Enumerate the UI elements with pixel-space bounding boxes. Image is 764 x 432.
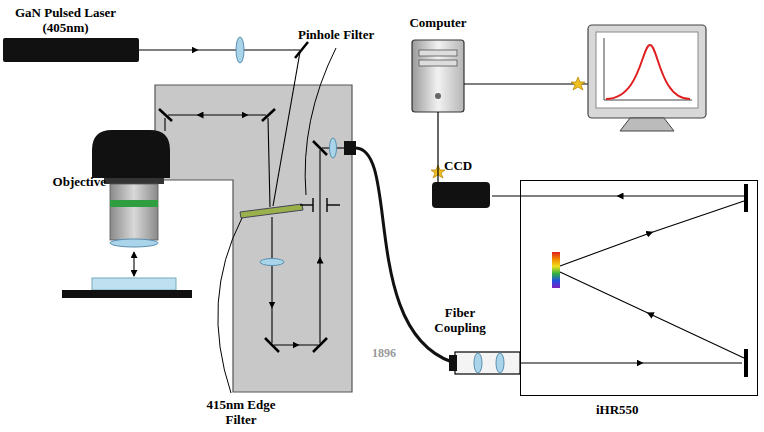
fiber-coupler bbox=[455, 352, 520, 374]
leader-line bbox=[305, 48, 336, 195]
mirror bbox=[159, 42, 327, 352]
node-label: Computer bbox=[409, 15, 466, 30]
monitor bbox=[606, 45, 690, 99]
node-label: CCD bbox=[444, 158, 472, 173]
monitor bbox=[464, 25, 706, 131]
objective-lens bbox=[104, 178, 164, 184]
laser-beam bbox=[133, 252, 134, 276]
lens bbox=[330, 138, 337, 158]
lens bbox=[236, 37, 244, 63]
objective-lens bbox=[92, 130, 170, 178]
spectrometer-optics bbox=[744, 349, 748, 377]
part-label: Pinhole Filter bbox=[298, 27, 374, 42]
sample-stage bbox=[62, 278, 192, 298]
fiber-coupler bbox=[449, 352, 520, 374]
laser-beam bbox=[168, 114, 222, 115]
laser-beam bbox=[271, 217, 272, 258]
spectrometer-optics bbox=[744, 184, 748, 212]
mirror bbox=[313, 338, 327, 352]
spectrometer-optics bbox=[560, 272, 744, 358]
leader-line bbox=[218, 218, 242, 393]
fiber-coupler bbox=[474, 353, 482, 373]
computer-tower bbox=[435, 93, 441, 99]
mirror bbox=[313, 141, 327, 155]
objective-lens bbox=[110, 239, 158, 247]
pinhole bbox=[312, 198, 313, 212]
spectrometer-optics bbox=[520, 362, 742, 363]
computer-tower bbox=[412, 40, 464, 112]
node-label: iHR550 bbox=[596, 402, 639, 417]
sample-stage bbox=[92, 278, 176, 290]
lens bbox=[260, 259, 284, 266]
laser-box: GaN Pulsed Laser (405nm) bbox=[3, 38, 139, 62]
pinhole bbox=[327, 204, 340, 205]
node-label: GaN Pulsed Laser (405nm) bbox=[3, 5, 128, 35]
spectrometer-optics bbox=[552, 252, 560, 288]
mirror bbox=[159, 109, 172, 121]
objective-lens bbox=[110, 200, 158, 207]
fiber-connector bbox=[344, 141, 356, 155]
laser-beam bbox=[268, 118, 270, 207]
monitor bbox=[588, 25, 706, 118]
monitor bbox=[620, 118, 674, 131]
computer-tower bbox=[419, 50, 457, 56]
ccd-box: CCD bbox=[432, 182, 490, 208]
fiber-coupler bbox=[496, 353, 504, 373]
spectrometer-optics bbox=[492, 184, 748, 377]
fiber-connector bbox=[344, 141, 356, 155]
sample-stage bbox=[62, 290, 192, 298]
spectrometer-optics bbox=[560, 201, 744, 266]
laser-beam bbox=[222, 114, 266, 115]
lens bbox=[236, 37, 337, 266]
part-label: 415nm Edge Filter bbox=[205, 397, 277, 427]
mirror bbox=[265, 338, 279, 352]
edge-filter bbox=[240, 204, 303, 218]
leader-line bbox=[218, 48, 336, 393]
mirror bbox=[295, 42, 308, 58]
laser-beam bbox=[319, 150, 320, 343]
computer-box: Computer bbox=[412, 40, 464, 112]
laser-beam bbox=[273, 52, 300, 206]
monitor bbox=[596, 32, 698, 108]
fiber-coupler bbox=[449, 355, 457, 371]
pinhole bbox=[300, 204, 313, 205]
part-label: Fiber Coupling bbox=[420, 305, 500, 335]
computer-tower bbox=[419, 60, 457, 66]
computer-tower bbox=[412, 40, 464, 112]
microscope-housing bbox=[155, 85, 352, 392]
laser-beam bbox=[274, 344, 318, 345]
pinhole bbox=[326, 198, 327, 212]
objective-lens bbox=[110, 184, 158, 240]
spectrometer-optics bbox=[492, 195, 744, 196]
mirror bbox=[262, 109, 275, 121]
laser-beam bbox=[271, 266, 272, 343]
pinhole bbox=[300, 198, 340, 212]
microscope-housing bbox=[155, 85, 352, 392]
laser-beam bbox=[164, 118, 165, 131]
part-label: Objective bbox=[38, 174, 106, 189]
spectrometer-box: iHR550 bbox=[520, 180, 758, 396]
edge-filter bbox=[240, 204, 303, 218]
cable-line bbox=[437, 112, 438, 182]
connector-star bbox=[431, 77, 585, 178]
monitor bbox=[464, 83, 588, 84]
laser-beam bbox=[139, 49, 300, 50]
laser-beam bbox=[134, 50, 344, 345]
monitor bbox=[604, 38, 692, 100]
connector-star bbox=[571, 77, 585, 90]
watermark: 1896 bbox=[372, 346, 396, 361]
